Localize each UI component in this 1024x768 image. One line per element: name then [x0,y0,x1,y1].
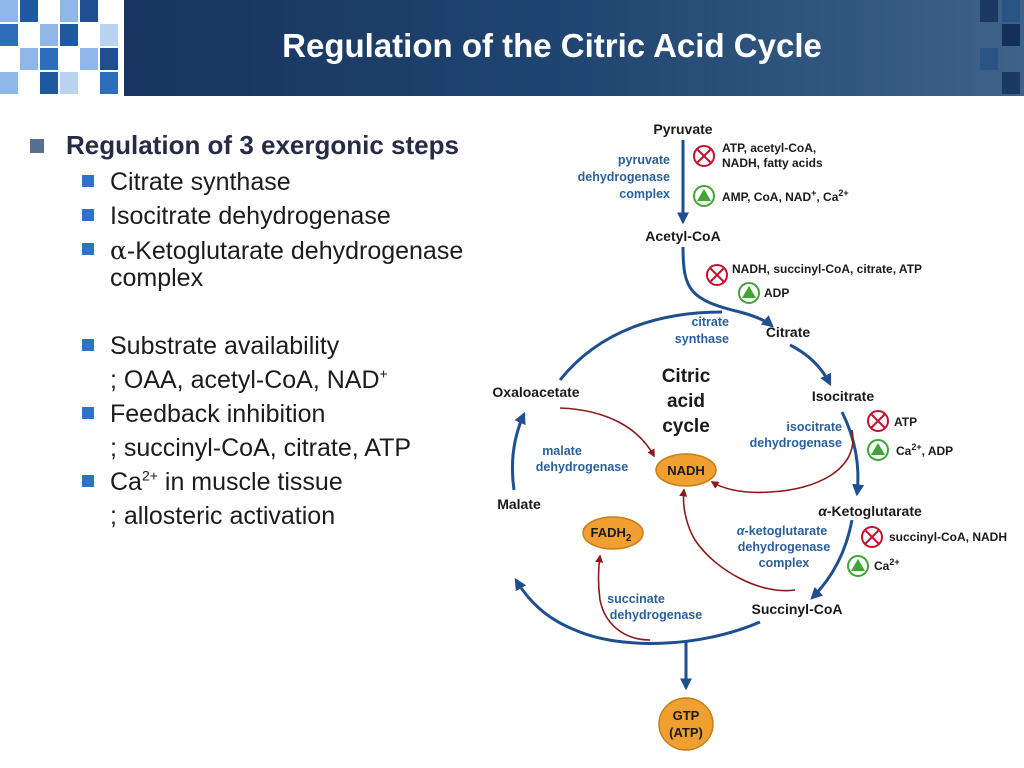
bullet-step-3-alpha: α [110,236,127,265]
square-bullet-icon [82,175,94,187]
square-bullet-icon [82,475,94,487]
regulator-cs-inhibit: NADH, succinyl-CoA, citrate, ATP [732,262,922,276]
metabolite-citrate: Citrate [766,324,811,340]
enzyme-idh-1: isocitrate [786,420,842,434]
enzyme-akgdh-1: α-ketoglutarate [737,524,827,538]
bullet-feedback: Feedback inhibition [24,401,524,428]
enzyme-mdh-1: malate [542,444,582,458]
cycle-label-2: acid [667,391,705,412]
metabolite-malate: Malate [497,496,541,512]
square-bullet-icon [82,243,94,255]
square-bullet-icon [82,209,94,221]
bullet-step-1: Citrate synthase [24,169,524,196]
enzyme-sdh-2: dehydrogenase [610,608,702,622]
decorative-tiles-left [0,0,124,96]
bullet-calcium: Ca2+ in muscle tissue [24,469,524,496]
activate-icon [693,185,715,207]
fadh2-badge: FADH2 [582,516,644,550]
metabolite-isocitrate: Isocitrate [812,388,874,404]
cycle-label-3: cycle [662,416,710,437]
inhibit-icon [861,526,883,548]
square-bullet-icon [30,139,44,153]
bullet-substrate-text: Substrate availability [110,332,340,360]
regulator-idh-activate: Ca2+, ADP [896,442,953,458]
inhibit-icon [706,264,728,286]
bullet-step-3-text: -Ketoglutarate dehydrogenase [126,237,464,265]
malate-to-nadh-arrow [559,407,655,458]
square-bullet-icon [82,339,94,351]
decorative-tiles-right [980,0,1024,96]
bullet-step-3-continuation: complex [110,264,204,292]
enzyme-pdh-1: pyruvate [618,153,670,167]
bullet-step-3: α-Ketoglutarate dehydrogenase [24,237,524,265]
regulator-akgdh-activate: Ca2+ [874,557,900,573]
inhibit-icon [867,410,889,432]
bullet-main: Regulation of 3 exergonic steps [24,128,524,162]
enzyme-mdh-2: dehydrogenase [536,460,628,474]
regulator-akgdh-inhibit: succinyl-CoA, NADH [889,530,1007,544]
regulator-pdh-activate: AMP, CoA, NAD+, Ca2+ [722,188,849,204]
ketoglutarate-to-nadh-arrow [679,488,796,592]
enzyme-pdh-3: complex [619,187,670,201]
enzyme-cs-1: citrate [691,315,729,329]
activate-icon [867,439,889,461]
cycle-label-1: Citric [662,366,711,387]
bullet-list: Regulation of 3 exergonic steps Citrate … [24,128,524,530]
regulator-pdh-inhibit-1: ATP, acetyl-CoA, [722,141,816,155]
cycle-arc-oxaloacetate-to-citrate [558,310,723,381]
activate-icon [847,555,869,577]
succinate-to-fadh2-arrow [595,554,651,641]
gtp-label: GTP [673,708,700,723]
isocitrate-to-nadh-arrow [710,429,854,494]
bullet-substrate: Substrate availability [24,333,524,360]
gtp-badge: GTP (ATP) [658,697,714,751]
bullet-step-2-text: Isocitrate dehydrogenase [110,202,391,230]
bullet-feedback-text: Feedback inhibition [110,400,326,428]
metabolite-oxaloacetate: Oxaloacetate [492,384,579,400]
metabolite-alpha-ketoglutarate: α-Ketoglutarate [818,503,922,519]
cycle-arc-succinyl-coa-to-malate [514,577,761,645]
bullet-step-2: Isocitrate dehydrogenase [24,203,524,230]
regulator-cs-activate: ADP [764,286,789,300]
enzyme-pdh-2: dehydrogenase [578,170,670,184]
metabolite-pyruvate: Pyruvate [653,121,712,137]
enzyme-akgdh-3: complex [759,556,810,570]
slide-title: Regulation of the Citric Acid Cycle [282,27,822,64]
bullet-main-text: Regulation of 3 exergonic steps [66,130,459,160]
enzyme-sdh-1: succinate [607,592,665,606]
nadh-badge: NADH [655,453,717,487]
cycle-arc-malate-to-oxaloacetate [510,411,526,491]
activate-icon [738,282,760,304]
square-bullet-icon [82,407,94,419]
bullet-substrate-detail: ; OAA, acetyl-CoA, NAD+ [110,365,388,394]
metabolite-acetyl-coa: Acetyl-CoA [645,228,720,244]
regulator-pdh-inhibit-2: NADH, fatty acids [722,156,823,170]
fadh2-label: FADH2 [591,525,632,544]
regulator-idh-inhibit: ATP [894,415,917,429]
enzyme-akgdh-2: dehydrogenase [738,540,830,554]
cycle-arc-isocitrate-to-ketoglutarate [840,411,865,497]
nadh-label: NADH [667,463,705,478]
cycle-arc-ketoglutarate-to-succinyl-coa [810,519,854,600]
cycle-arc-citrate-to-isocitrate [789,343,832,387]
bullet-calcium-detail: ; allosteric activation [110,502,336,530]
enzyme-cs-2: synthase [675,332,729,346]
acetyl-coa-to-citrate-arrow [681,246,774,328]
title-bar: Regulation of the Citric Acid Cycle [0,0,1024,96]
enzyme-idh-2: dehydrogenase [750,436,842,450]
bullet-step-1-text: Citrate synthase [110,168,291,196]
atp-label: (ATP) [669,725,703,740]
inhibit-icon [693,145,715,167]
bullet-feedback-detail: ; succinyl-CoA, citrate, ATP [110,434,412,462]
metabolite-succinyl-coa: Succinyl-CoA [751,601,842,617]
